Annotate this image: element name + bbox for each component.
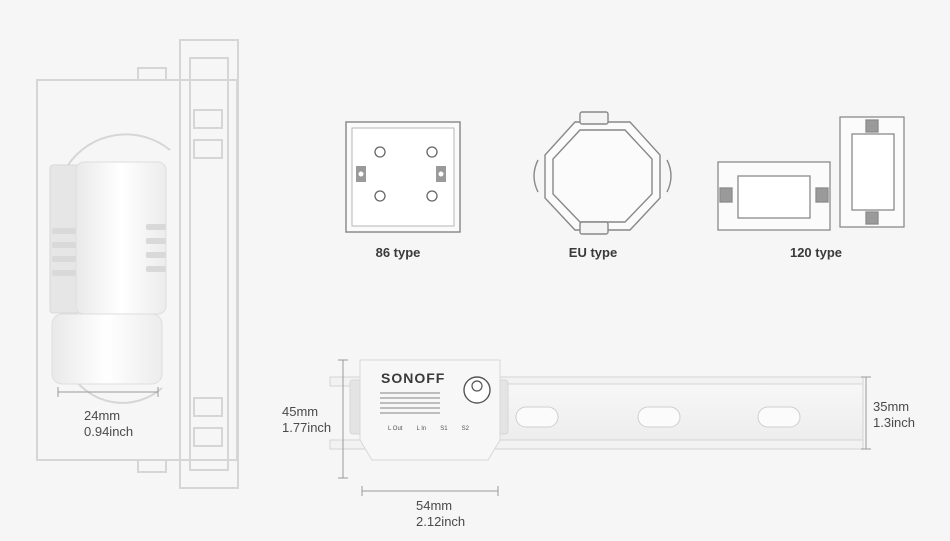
dim-height-inch: 1.77inch xyxy=(282,420,332,435)
dim-rail-inch: 1.3inch xyxy=(873,415,915,430)
wall-box-side-view xyxy=(36,39,239,489)
dim-height-mm: 45mm xyxy=(282,404,319,419)
dim-rail-mm: 35mm xyxy=(873,399,910,414)
device-side-view xyxy=(49,161,167,385)
label-120-type: 120 type xyxy=(789,245,843,260)
device-terminal-labels: L Out L In S1 S2 xyxy=(388,426,469,432)
terminal-label-l-out: L Out xyxy=(388,426,403,432)
dim-width: 54mm 2.12inch xyxy=(416,498,465,530)
box-120-type-drawing xyxy=(717,116,905,231)
din-rail xyxy=(329,376,864,450)
dim-rail: 35mm 1.3inch xyxy=(873,399,915,431)
terminal-label-l-in: L In xyxy=(416,426,427,432)
depth-dimension-line xyxy=(57,387,159,397)
label-eu-type: EU type xyxy=(568,245,618,260)
device-brand-logo: SONOFF xyxy=(381,370,446,386)
dim-depth: 24mm 0.94inch xyxy=(84,408,133,440)
dim-width-mm: 54mm xyxy=(416,498,453,513)
terminal-label-s2: S2 xyxy=(461,426,469,432)
dim-depth-inch: 0.94inch xyxy=(84,424,134,439)
terminal-label-s1: S1 xyxy=(440,426,448,432)
label-86-type: 86 type xyxy=(375,245,421,260)
dim-depth-mm: 24mm xyxy=(84,408,121,423)
device-front-view xyxy=(349,359,509,461)
box-86-type-drawing xyxy=(345,121,461,233)
box-eu-type-drawing xyxy=(533,111,672,235)
dim-height: 45mm 1.77inch xyxy=(282,404,331,436)
device-dimension-lines xyxy=(338,359,871,496)
dim-width-inch: 2.12inch xyxy=(416,514,466,529)
